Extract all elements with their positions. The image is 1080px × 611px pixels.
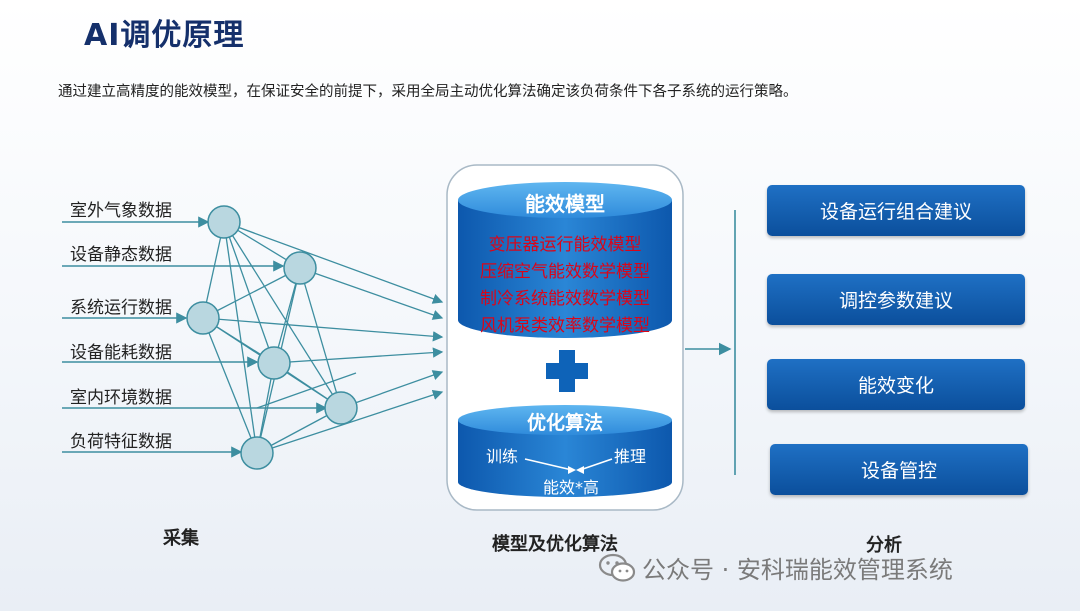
network-output-arrows	[202, 221, 444, 454]
algorithm-cylinder	[458, 405, 672, 497]
model-item: 制冷系统能效数学模型	[480, 289, 650, 309]
input-label-energy: 设备能耗数据	[70, 343, 172, 363]
network-nodes	[186, 205, 358, 470]
watermark: 公众号 · 安科瑞能效管理系统	[598, 550, 953, 585]
column-label-analysis: 分析	[866, 535, 902, 556]
algorithm-train: 训练	[486, 447, 519, 466]
column-label-model: 模型及优化算法	[492, 534, 618, 555]
input-label-load: 负荷特征数据	[70, 432, 172, 452]
node	[240, 436, 274, 470]
model-item: 压缩空气能效数学模型	[480, 262, 650, 282]
algorithm-arrows	[524, 458, 613, 474]
input-label-weather: 室外气象数据	[70, 201, 172, 221]
input-label-operation: 系统运行数据	[70, 298, 172, 318]
output-box-control: 设备管控	[770, 444, 1028, 495]
output-box-params: 调控参数建议	[767, 274, 1025, 325]
plus-icon	[546, 350, 588, 392]
algorithm-title: 优化算法	[526, 412, 603, 434]
output-box-combination: 设备运行组合建议	[767, 185, 1025, 236]
model-title: 能效模型	[525, 192, 605, 216]
input-label-static: 设备静态数据	[70, 245, 172, 265]
model-cylinder	[458, 182, 672, 338]
node	[186, 301, 220, 335]
model-item: 风机泵类效率数学模型	[480, 316, 650, 336]
model-item: 变压器运行能效模型	[488, 235, 642, 255]
node	[257, 346, 291, 380]
output-box-efficiency: 能效变化	[767, 359, 1025, 410]
column-label-collect: 采集	[163, 528, 199, 549]
page-subtitle: 通过建立高精度的能效模型，在保证安全的前提下，采用全局主动优化算法确定该负荷条件…	[58, 84, 798, 100]
node	[324, 391, 358, 425]
wechat-icon	[598, 553, 636, 582]
algorithm-result: 能效*高	[543, 478, 600, 497]
algorithm-infer: 推理	[614, 447, 647, 466]
node	[283, 251, 317, 285]
input-lines	[62, 216, 328, 458]
output-connector	[685, 210, 736, 475]
input-label-indoor: 室内环境数据	[70, 388, 172, 408]
watermark-text: 公众号 · 安科瑞能效管理系统	[642, 556, 953, 584]
page-title: AI调优原理	[84, 18, 245, 53]
node	[207, 205, 241, 239]
